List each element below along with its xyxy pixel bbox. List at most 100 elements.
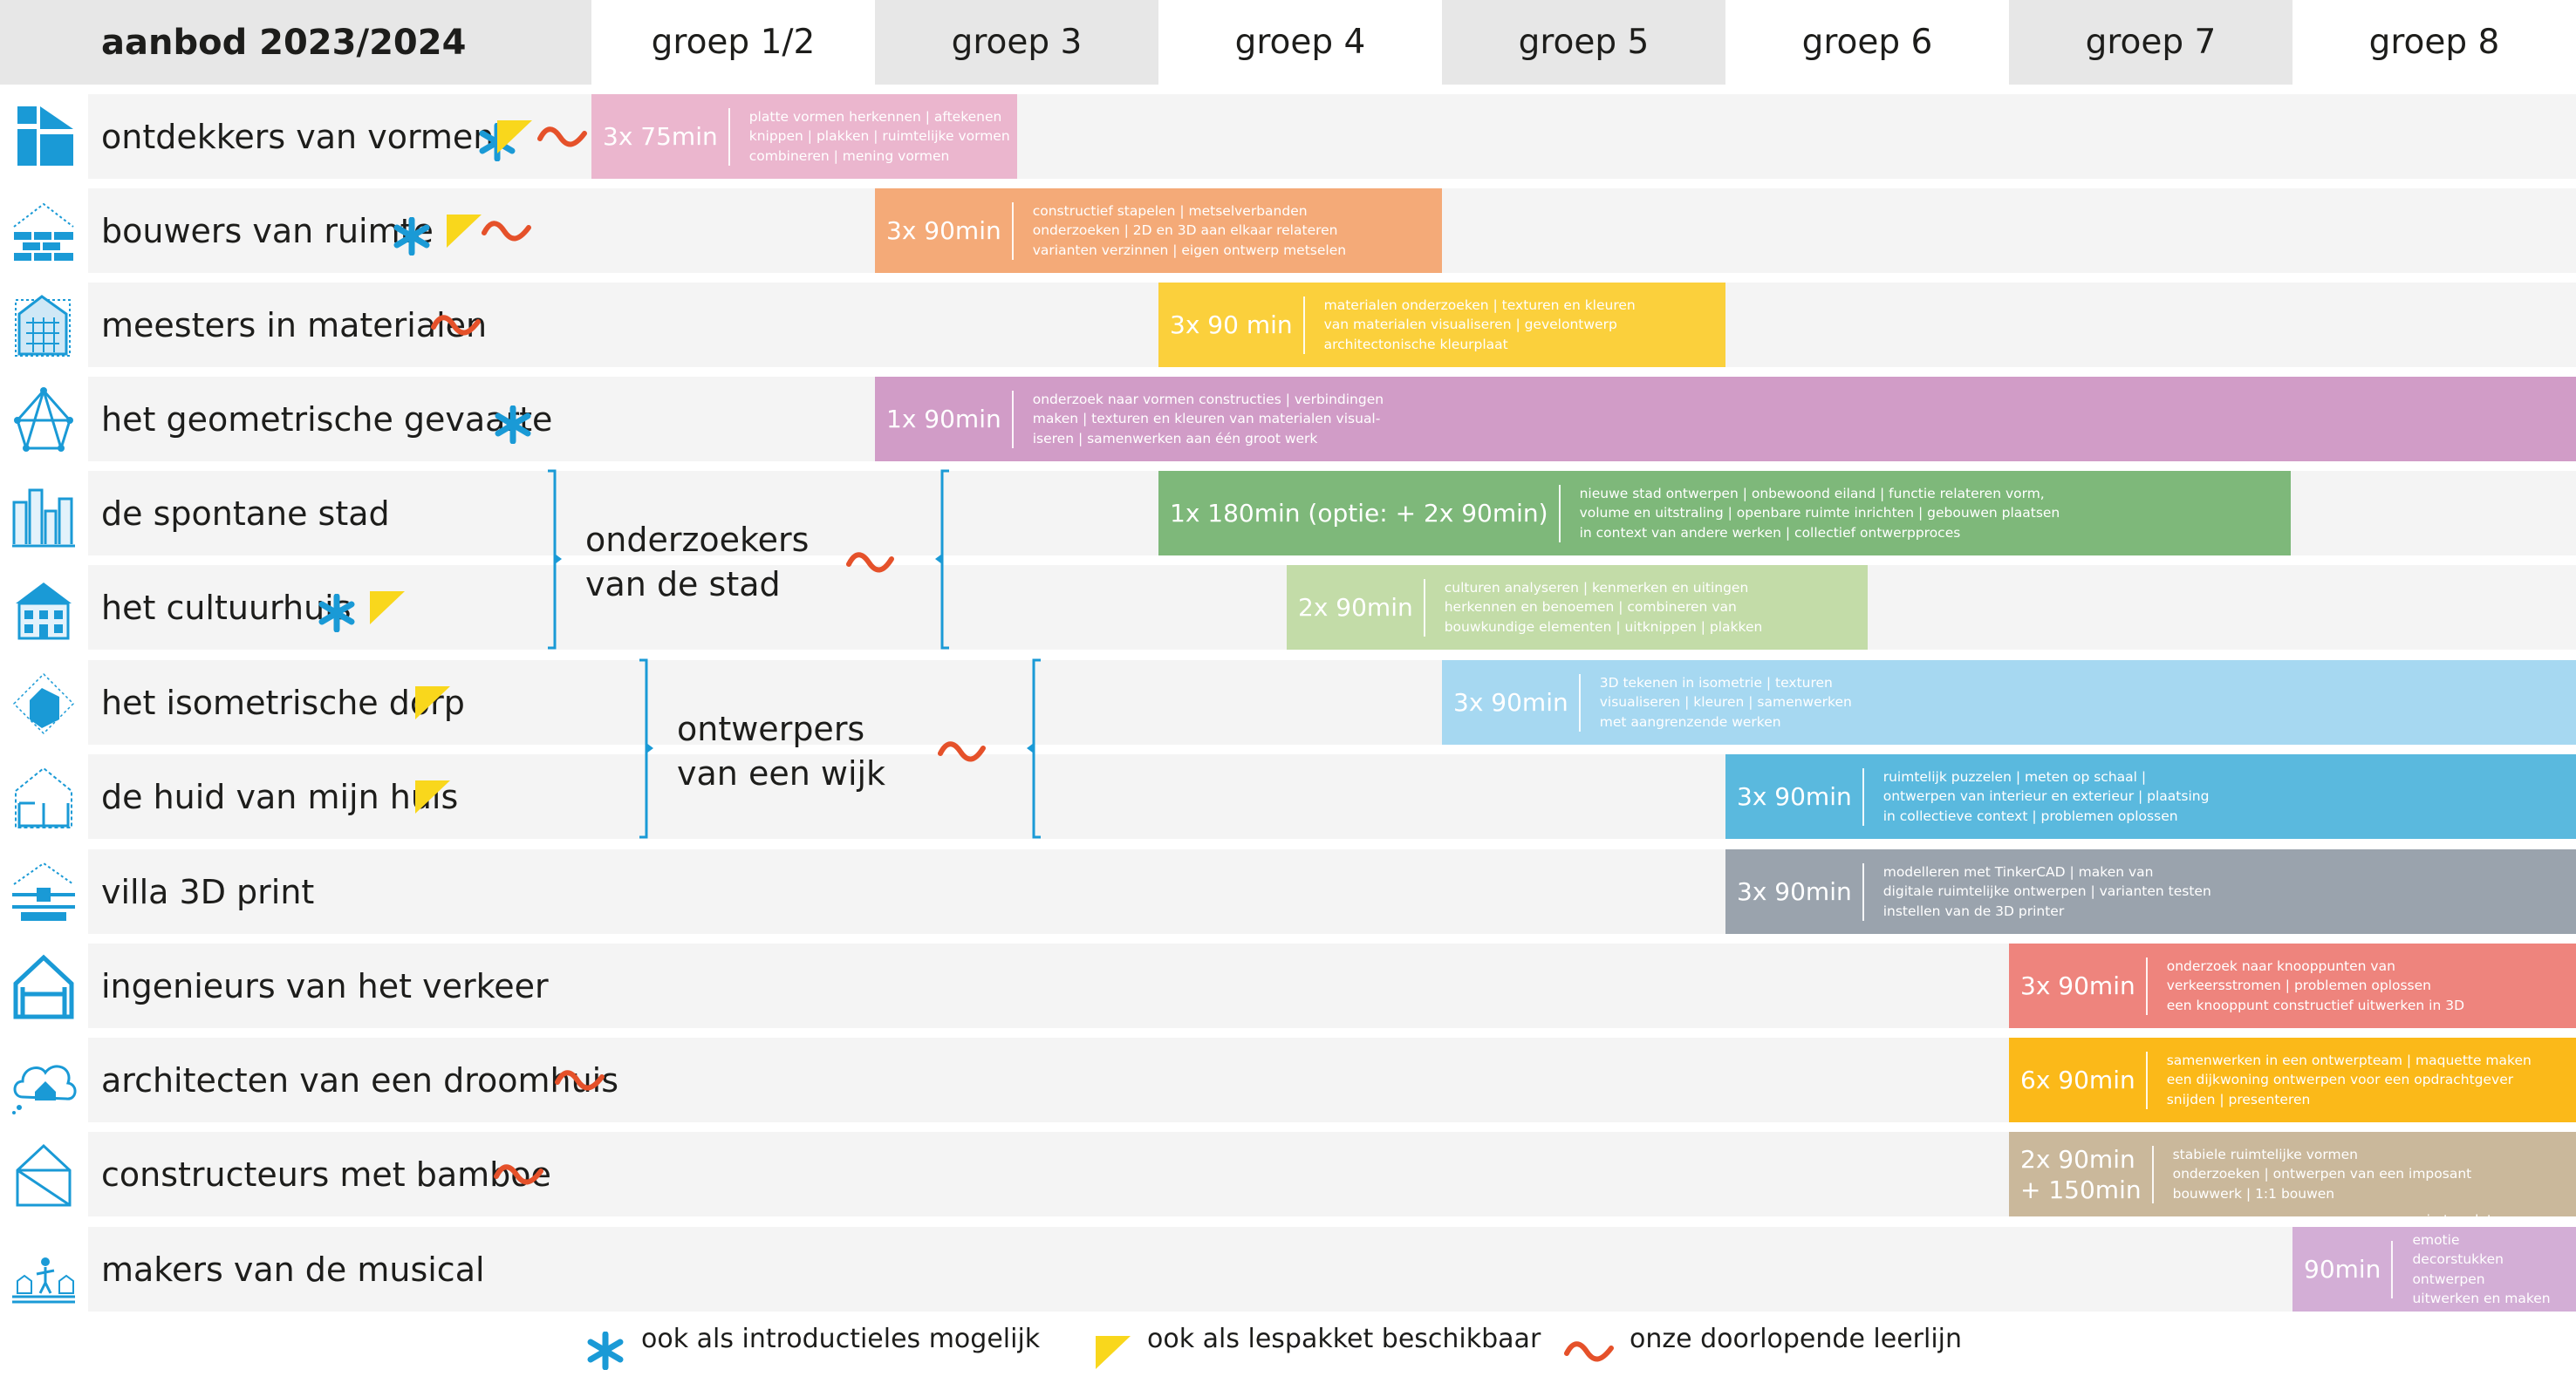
row-marker-flag bbox=[415, 780, 450, 817]
bar-description: samenwerken in een ontwerpteam | maquett… bbox=[2166, 1052, 2532, 1107]
row-marker-wave bbox=[482, 215, 534, 250]
bar-separator bbox=[1558, 484, 1561, 542]
page-title: aanbod 2023/2024 bbox=[0, 0, 591, 85]
city-skyline-icon bbox=[12, 488, 75, 548]
row-label: ingenieurs van het verkeer bbox=[101, 966, 549, 1005]
row-marker-star bbox=[494, 405, 532, 447]
bar-description: ruimte relateren aan emotie decorstukken… bbox=[2412, 1212, 2552, 1326]
row-marker-star bbox=[318, 593, 356, 636]
program-bar: 1x 90min onderzoek naar vormen constructi… bbox=[875, 377, 2576, 461]
legend-leerlijn: onze doorlopende leerlijn bbox=[1630, 1324, 1963, 1354]
star-icon bbox=[393, 216, 430, 256]
cluster-bracket-wijk bbox=[639, 658, 1041, 839]
bar-separator bbox=[1862, 862, 1864, 921]
row-marker-flag bbox=[497, 119, 532, 157]
flag-icon bbox=[447, 214, 482, 248]
legend-lespakket: ook als lespakket beschikbaar bbox=[1147, 1324, 1541, 1354]
program-bar: 2x 90min culturen analyseren | kenmerken … bbox=[1287, 565, 1868, 650]
brick-wall-icon bbox=[13, 202, 74, 261]
bar-description: ruimtelijk puzzelen | meten op schaal | … bbox=[1882, 768, 2210, 824]
bar-duration: 1x 90min bbox=[886, 405, 1001, 433]
bar-duration: 90min bbox=[2304, 1255, 2381, 1284]
row-label: meesters in materialen bbox=[101, 305, 488, 344]
bar-description: platte vormen herkennen | aftekenen knip… bbox=[748, 108, 1010, 164]
wave-icon bbox=[431, 314, 481, 335]
row-marker-flag bbox=[415, 685, 450, 723]
program-bar: 3x 75min platte vormen herkennen | afteke… bbox=[591, 94, 1017, 179]
cluster-label-wijk: ontwerpers van een wijk bbox=[677, 710, 886, 794]
bar-description: onderzoek naar knooppunten van verkeerss… bbox=[2166, 957, 2464, 1013]
row-marker-flag bbox=[447, 214, 482, 251]
row-icon-cell bbox=[0, 1132, 88, 1216]
bar-description: nieuwe stad ontwerpen | onbewoond eiland… bbox=[1579, 485, 2060, 541]
program-bar: 1x 180min (optie: + 2x 90min) nieuwe stad… bbox=[1158, 471, 2291, 555]
group-header-7: groep 7 bbox=[2009, 0, 2292, 85]
wave-icon bbox=[1564, 1341, 1614, 1362]
legend-intro: ook als introductieles mogelijk bbox=[641, 1324, 1041, 1354]
bar-description: onderzoek naar vormen constructies | ver… bbox=[1032, 391, 1384, 446]
program-bar: 3x 90min ruimtelijk puzzelen | meten op s… bbox=[1725, 754, 2576, 839]
row-marker-wave bbox=[431, 310, 483, 344]
star-icon bbox=[318, 593, 355, 632]
row-label: makers van de musical bbox=[101, 1250, 485, 1289]
bar-description: stabiele ruimtelijke vormen onderzoeken … bbox=[2172, 1146, 2472, 1202]
flag-icon bbox=[415, 685, 450, 719]
row-label: ontdekkers van vormen bbox=[101, 117, 495, 156]
row-icon-cell bbox=[0, 94, 88, 179]
row-icon-cell bbox=[0, 1227, 88, 1312]
row-icon-cell bbox=[0, 944, 88, 1028]
row-marker-flag bbox=[370, 590, 405, 628]
bar-separator bbox=[2145, 957, 2148, 1015]
row-marker-star bbox=[393, 216, 431, 259]
row-label: architecten van een droomhuis bbox=[101, 1060, 619, 1100]
town-house-icon bbox=[16, 583, 72, 640]
wave-icon bbox=[555, 1069, 605, 1090]
bar-separator bbox=[1011, 201, 1014, 260]
group-header-5: groep 5 bbox=[1442, 0, 1725, 85]
bar-duration: 3x 90min bbox=[886, 216, 1001, 245]
3d-printer-icon bbox=[12, 862, 75, 921]
bar-duration: 6x 90min bbox=[2020, 1066, 2135, 1094]
group-header-6: groep 6 bbox=[1801, 23, 1933, 62]
row-icon-cell bbox=[0, 1038, 88, 1122]
wave-icon bbox=[938, 741, 986, 762]
bar-duration: 3x 90min bbox=[1737, 782, 1852, 811]
row-label: villa 3D print bbox=[101, 872, 315, 911]
wave-icon bbox=[494, 1163, 543, 1184]
bar-separator bbox=[2151, 1145, 2154, 1203]
row-icon-cell bbox=[0, 377, 88, 461]
wave-icon bbox=[537, 126, 587, 146]
geometric-frame-icon bbox=[14, 387, 73, 452]
cluster-bracket-city bbox=[548, 469, 949, 650]
flag-icon bbox=[1096, 1336, 1131, 1369]
row-label: de spontane stad bbox=[101, 494, 390, 533]
cluster-label-city: onderzoekers van de stad bbox=[585, 521, 810, 604]
bar-description: culturen analyseren | kenmerken en uitin… bbox=[1444, 579, 1763, 635]
group-header-3: groep 3 bbox=[875, 0, 1158, 85]
bar-separator bbox=[1423, 578, 1425, 637]
bar-separator bbox=[2145, 1051, 2148, 1109]
facade-icon bbox=[15, 295, 71, 357]
stage-performer-icon bbox=[12, 1257, 75, 1304]
bar-duration: 1x 180min (optie: + 2x 90min) bbox=[1170, 499, 1548, 528]
row-icon-cell bbox=[0, 565, 88, 650]
row-label: bouwers van ruimte bbox=[101, 211, 434, 250]
bar-separator bbox=[1578, 673, 1581, 732]
bar-duration: 3x 90min bbox=[1453, 688, 1568, 717]
bar-duration: 2x 90min bbox=[1298, 593, 1413, 622]
row-icon-cell bbox=[0, 471, 88, 555]
bar-duration: 3x 90min bbox=[1737, 877, 1852, 906]
flag-icon bbox=[415, 780, 450, 814]
row-icon-cell bbox=[0, 849, 88, 934]
bar-separator bbox=[728, 107, 730, 166]
junction-house-icon bbox=[13, 954, 74, 1019]
house-section-icon bbox=[15, 767, 72, 828]
bamboe-frame-icon bbox=[16, 1143, 72, 1207]
row-marker-wave bbox=[555, 1065, 607, 1100]
bar-duration: 3x 75min bbox=[603, 122, 718, 151]
